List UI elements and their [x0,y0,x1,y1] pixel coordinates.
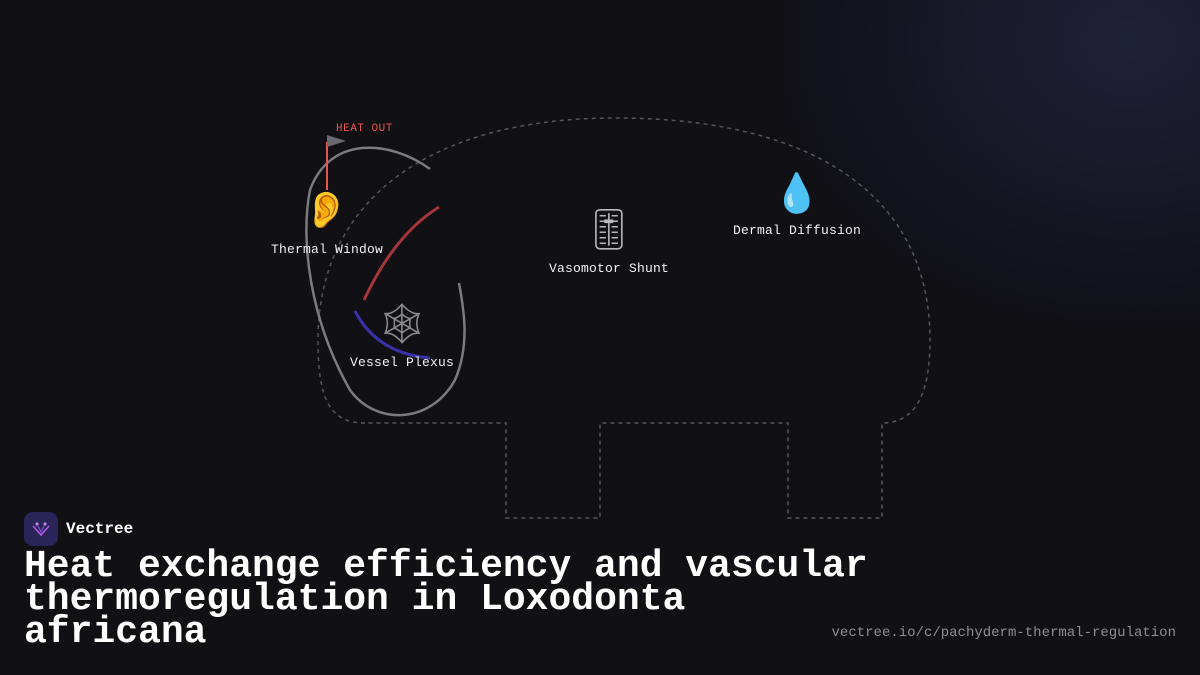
source-url[interactable]: vectree.io/c/pachyderm-thermal-regulatio… [831,625,1176,641]
brand: Vectree [24,512,133,546]
slider-icon: 🎚 [583,207,635,253]
heat-out-arrowhead [327,135,346,147]
venous-vessel [353,310,431,360]
web-icon: 🕸 [376,301,428,347]
droplet-icon: 💧 [773,171,821,215]
ear-icon: 👂 [303,190,349,231]
brand-name: Vectree [66,520,134,538]
arterial-vessel [362,205,440,301]
vessel-plexus-label: Vessel Plexus [349,355,455,370]
heat-out-label: HEAT OUT [336,123,393,135]
vasomotor-shunt-label: Vasomotor Shunt [548,261,670,276]
ear-outline [305,146,466,417]
elephant-body-outline [317,117,931,519]
vectree-logo-icon [24,512,58,546]
page-title: Heat exchange efficiency and vascular th… [24,545,868,654]
dermal-diffusion-label: Dermal Diffusion [732,223,862,238]
thermal-window-label: Thermal Window [270,242,384,257]
